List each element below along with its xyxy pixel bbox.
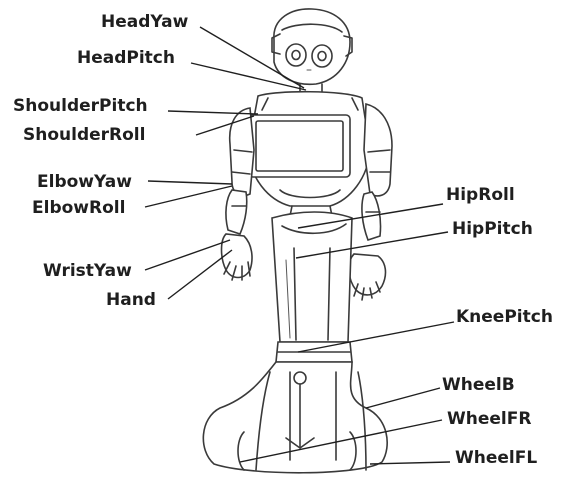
label-wrist-yaw: WristYaw bbox=[43, 261, 132, 281]
label-hip-pitch: HipPitch bbox=[452, 219, 533, 239]
label-wheel-b: WheelB bbox=[442, 375, 515, 395]
leader-wheel-b bbox=[366, 388, 440, 408]
robot-torso bbox=[248, 92, 370, 216]
leader-elbow-yaw bbox=[148, 181, 232, 184]
chest-tablet bbox=[249, 115, 350, 177]
robot-lower-body bbox=[272, 212, 352, 362]
label-shoulder-roll: ShoulderRoll bbox=[23, 125, 145, 145]
leader-elbow-roll bbox=[145, 186, 232, 207]
robot-illustration bbox=[203, 9, 392, 473]
leader-hand bbox=[168, 250, 232, 299]
robot-base bbox=[203, 362, 387, 473]
label-elbow-yaw: ElbowYaw bbox=[37, 172, 132, 192]
robot-head bbox=[272, 9, 352, 94]
label-hip-roll: HipRoll bbox=[446, 185, 515, 205]
label-wheel-fl: WheelFL bbox=[455, 448, 537, 468]
label-hand: Hand bbox=[106, 290, 156, 310]
label-shoulder-pitch: ShoulderPitch bbox=[13, 96, 148, 116]
label-head-yaw: HeadYaw bbox=[101, 12, 189, 32]
label-knee-pitch: KneePitch bbox=[456, 307, 553, 327]
leader-wrist-yaw bbox=[145, 240, 230, 270]
label-head-pitch: HeadPitch bbox=[77, 48, 175, 68]
label-elbow-roll: ElbowRoll bbox=[32, 198, 125, 218]
label-wheel-fr: WheelFR bbox=[447, 409, 531, 429]
